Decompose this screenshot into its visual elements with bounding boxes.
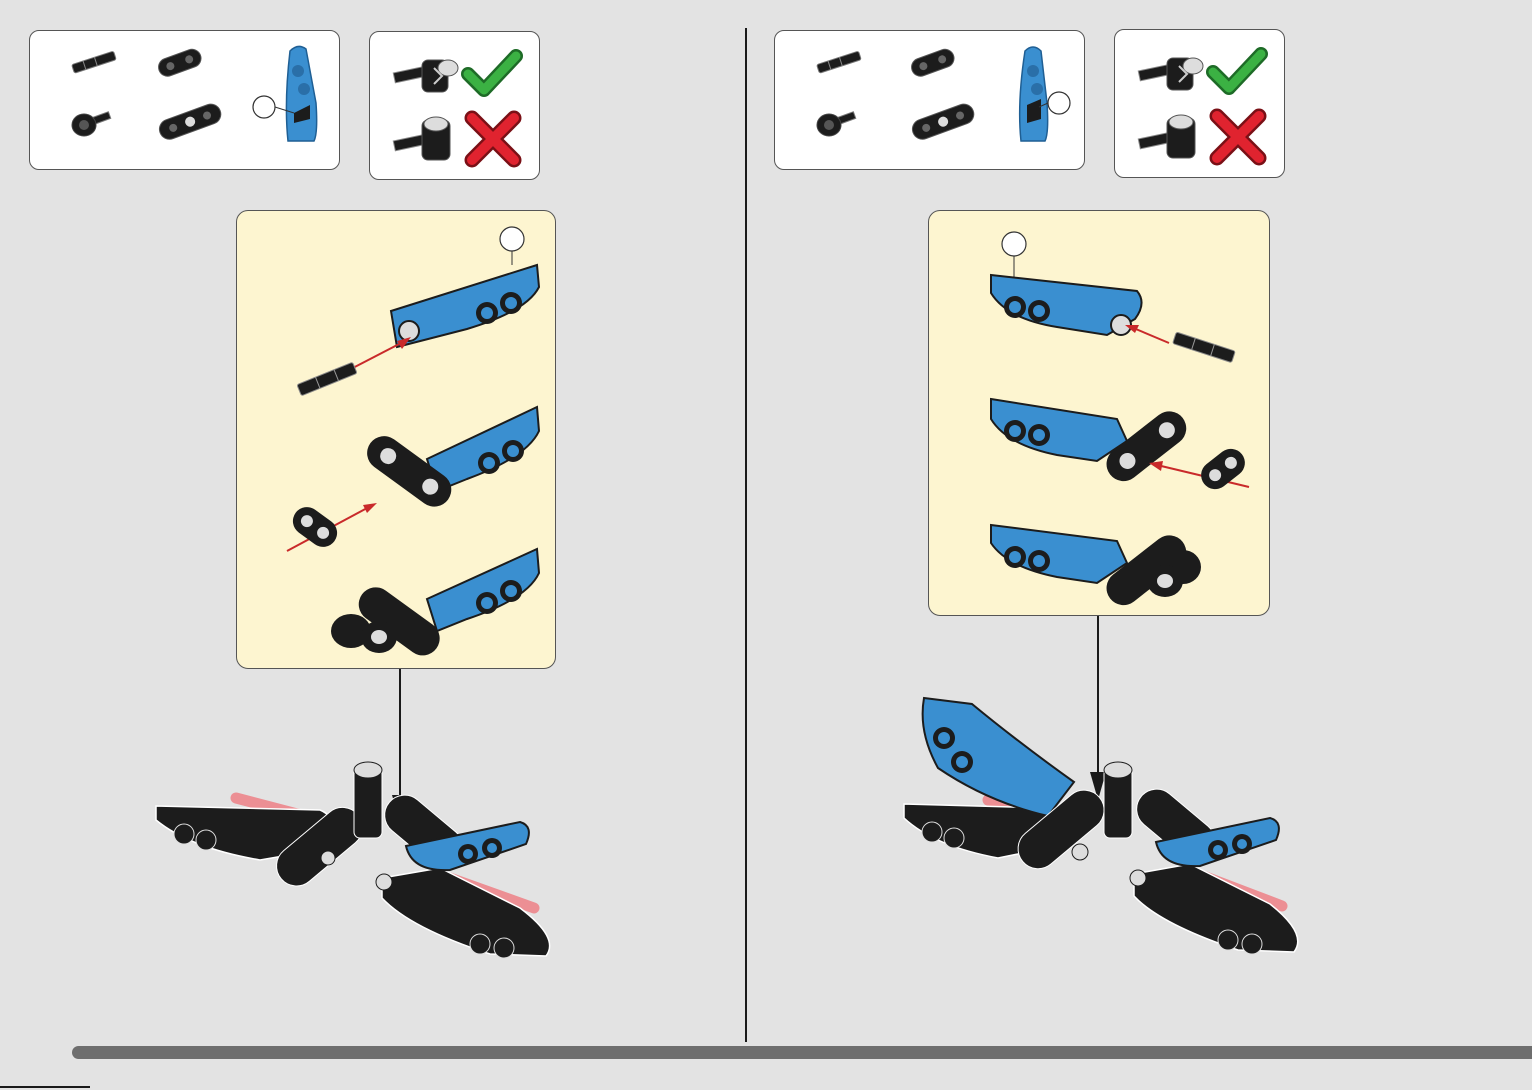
parts-list-box (29, 30, 340, 170)
orientation-hint-box (369, 31, 540, 180)
orientation-hint-box (1114, 29, 1285, 178)
3m-thin-beam-icon (905, 99, 985, 143)
pin-connector-hub-icon (807, 101, 867, 145)
cross-icon (1209, 110, 1269, 166)
2l-axle-icon (811, 47, 871, 77)
2l-axle-icon (66, 47, 126, 77)
main-model-assembly (150, 758, 570, 988)
sub-step-attach-connector (287, 541, 587, 671)
sub-step-attach-beam (987, 391, 1307, 511)
pin-connector-hub-icon (62, 101, 122, 145)
subassembly-callout (236, 210, 556, 669)
blue-fairing-icon (995, 43, 1085, 153)
2m-thin-beam-icon (152, 43, 212, 83)
footer-rule (0, 1086, 90, 1088)
check-icon (1207, 48, 1267, 94)
2m-thin-beam-icon (905, 43, 965, 83)
check-icon (462, 50, 522, 96)
page-progress-bar (72, 1046, 1532, 1059)
sub-step-attach-beam (287, 401, 587, 551)
sub-step-attach-connector (987, 511, 1307, 621)
blue-fairing-icon (276, 43, 336, 153)
cross-icon (464, 112, 524, 168)
page-divider (745, 28, 747, 1042)
sub-step-insert-axle (987, 263, 1307, 383)
parts-list-box (774, 30, 1085, 170)
sub-step-insert-axle (287, 251, 587, 401)
subassembly-callout (928, 210, 1270, 616)
main-model-assembly (898, 692, 1318, 982)
3m-thin-beam-icon (152, 99, 232, 143)
